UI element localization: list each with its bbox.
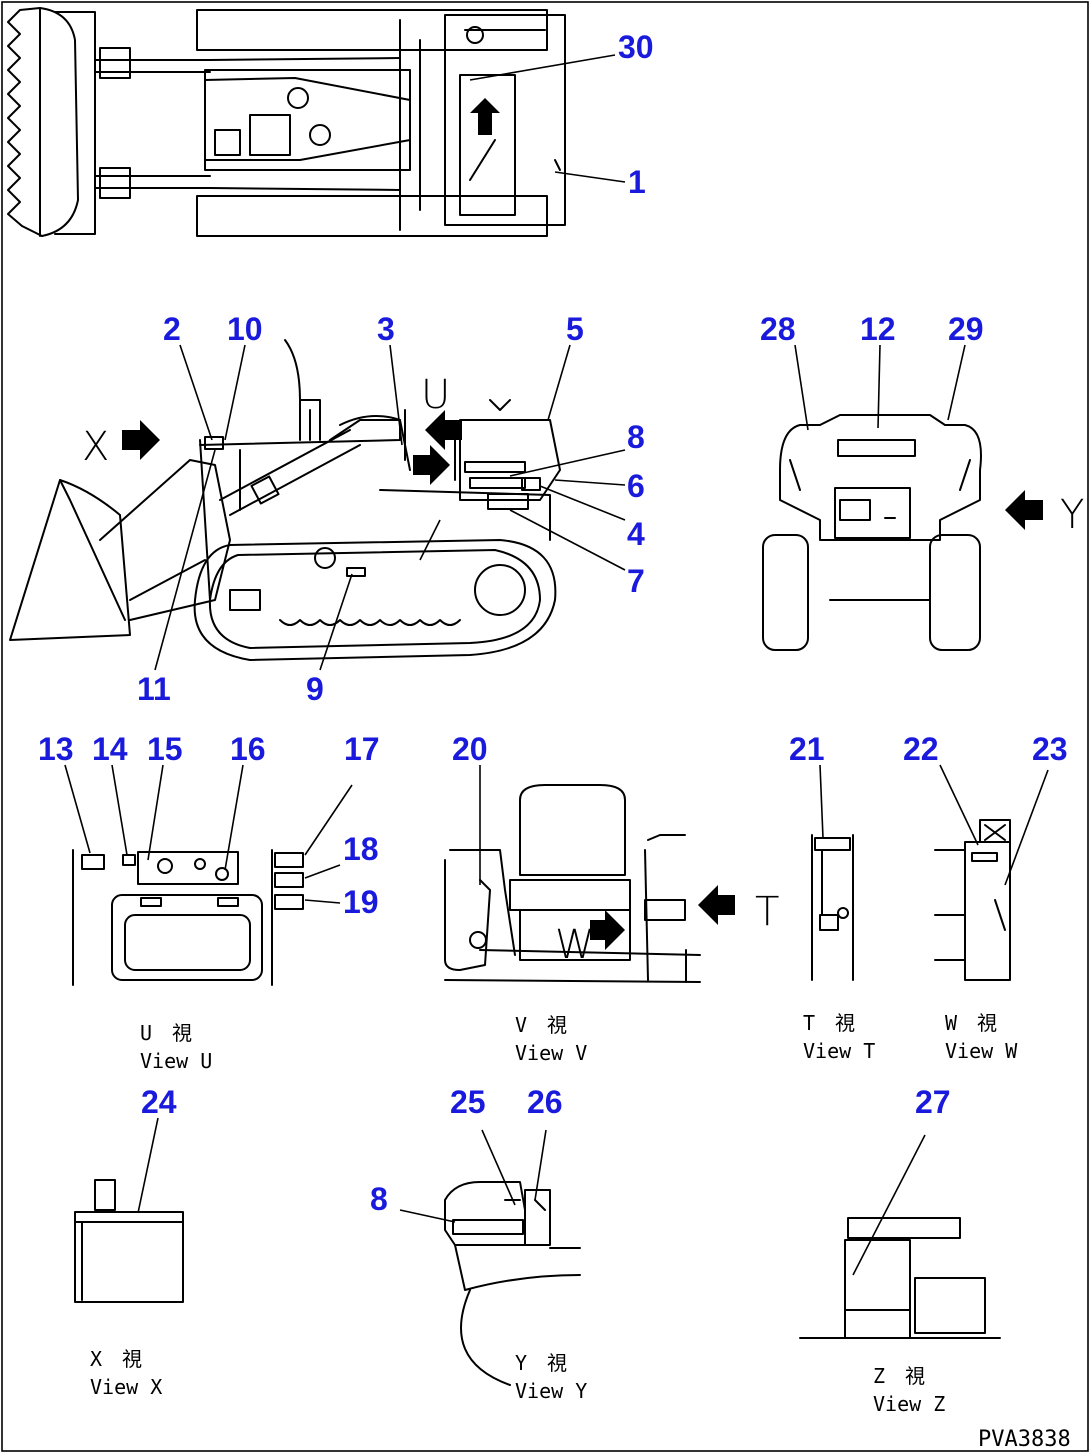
drawing-code: PVA3838 — [978, 1427, 1071, 1452]
callout-4: 4 — [627, 516, 645, 552]
callout-11: 11 — [137, 671, 171, 707]
arrow-label-w: W — [555, 922, 595, 968]
view-y-drawing — [399, 1129, 581, 1386]
callout-16: 16 — [230, 731, 266, 767]
callout-2: 2 — [163, 311, 181, 347]
callout-30: 30 — [618, 29, 654, 65]
view-v-drawing — [444, 765, 735, 983]
caption-view-w-jp: W 視 — [945, 1011, 997, 1035]
view-z-drawing — [799, 1134, 1001, 1339]
callout-13: 13 — [38, 731, 74, 767]
callout-8-view-y: 8 — [370, 1181, 388, 1217]
arrow-label-t: T — [755, 889, 779, 935]
view-w-drawing — [934, 764, 1049, 981]
callout-5: 5 — [566, 311, 584, 347]
caption-view-u-en: View U — [140, 1049, 212, 1073]
callout-3: 3 — [377, 311, 395, 347]
callout-17: 17 — [344, 731, 380, 767]
caption-view-w-en: View W — [945, 1039, 1018, 1063]
callout-23: 23 — [1032, 731, 1068, 767]
callout-24: 24 — [141, 1084, 177, 1120]
caption-view-v-en: View V — [515, 1041, 587, 1065]
caption-view-t-en: View T — [803, 1039, 875, 1063]
callout-27: 27 — [915, 1084, 951, 1120]
caption-view-x-en: View X — [90, 1375, 162, 1399]
callout-20: 20 — [452, 731, 488, 767]
view-u-drawing — [64, 764, 353, 986]
callout-9: 9 — [306, 671, 324, 707]
callout-22: 22 — [903, 731, 939, 767]
callout-18: 18 — [343, 831, 379, 867]
arrow-label-y: Y — [1060, 492, 1084, 538]
view-t-drawing — [811, 764, 854, 981]
callout-21: 21 — [789, 731, 825, 767]
arrow-label-x: X — [82, 424, 109, 470]
caption-view-y-jp: Y 視 — [515, 1351, 567, 1375]
callout-8: 8 — [627, 419, 645, 455]
callout-12: 12 — [860, 311, 896, 347]
caption-view-t-jp: T 視 — [803, 1011, 855, 1035]
callout-19: 19 — [343, 884, 379, 920]
caption-view-y-en: View Y — [515, 1379, 587, 1403]
callout-14: 14 — [92, 731, 128, 767]
callout-1: 1 — [628, 164, 646, 200]
arrow-label-u: U — [421, 372, 450, 418]
caption-view-x-jp: X 視 — [90, 1347, 142, 1371]
caption-view-z-en: View Z — [873, 1392, 945, 1416]
top-view-machine — [7, 7, 626, 237]
callout-6: 6 — [627, 468, 645, 504]
callout-28: 28 — [760, 311, 796, 347]
caption-view-v-jp: V 視 — [515, 1013, 567, 1037]
caption-view-z-jp: Z 視 — [873, 1364, 925, 1388]
callout-29: 29 — [948, 311, 984, 347]
rear-view-machine — [762, 344, 1043, 651]
callout-7: 7 — [627, 563, 645, 599]
callout-10: 10 — [227, 311, 263, 347]
callout-15: 15 — [147, 731, 183, 767]
side-view-machine — [9, 339, 626, 671]
caption-view-u-jp: U 視 — [140, 1021, 192, 1045]
callout-26: 26 — [527, 1084, 563, 1120]
callout-25: 25 — [450, 1084, 486, 1120]
view-x-drawing — [74, 1117, 184, 1303]
